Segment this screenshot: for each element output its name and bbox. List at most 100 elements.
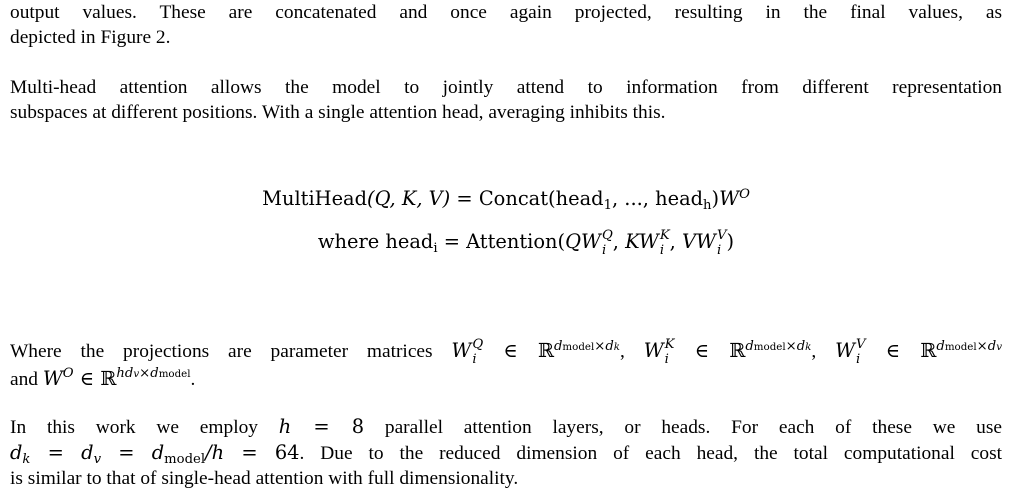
subscript: v [996,340,1002,353]
superscript: d [796,338,806,354]
subscript: k [22,451,31,467]
superscript: O [739,186,750,202]
paragraph-line: subspaces at different positions. With a… [10,102,666,123]
text-run: In this work we employ [10,417,279,438]
subscript: i [659,242,665,258]
weight-symbol: W [581,230,601,253]
subscript: model [944,340,977,353]
superscript: V [716,227,727,243]
equation-multihead: MultiHead(Q, K, V) = Concat(head1, ..., … [0,186,1012,212]
element-of: ∈ [483,339,538,362]
times-sign: × [785,338,797,354]
weight-symbol: W [451,339,472,362]
weight-symbol: W [638,230,659,253]
subscript: k [805,340,812,353]
paragraph-projections: Where the projections are parameter matr… [10,338,1002,392]
subscript: i [601,242,607,258]
subscript: i [856,352,861,368]
reals-symbol: ℝ [920,339,937,362]
equals-sign: = [450,187,479,210]
times-sign: × [594,338,606,354]
subscript: k [613,340,621,353]
paren-close: ) [711,187,720,210]
element-of: ∈ [674,339,730,362]
weight-symbol: W [696,230,716,253]
paragraph-line: depicted in Figure 2. [10,27,171,48]
paragraph-line: Where the projections are parameter matr… [10,337,1002,368]
subscript: i [472,352,477,368]
subscript: i [664,352,669,368]
subscript: model [562,340,595,353]
head-term: head [655,187,704,210]
superscript: hd [116,366,134,382]
paren-open: ( [557,230,566,253]
superscript: K [659,227,670,243]
paragraph-line: output values. These are concatenated an… [10,2,1002,23]
weight-symbol: W [719,187,740,210]
reals-symbol: ℝ [729,339,746,362]
text-run: Where the projections are parameter matr… [10,341,452,362]
where-label: where [317,230,386,253]
superscript: d [553,338,563,354]
subscript: model [753,340,786,353]
comma-separator: , [811,341,836,362]
equation-fn-attention: Attention [466,230,558,253]
times-sign: × [976,338,988,354]
head-term: head [555,187,604,210]
element-of: ∈ [865,339,921,362]
comma-separator: , [612,230,626,253]
paragraph-line: is similar to that of single-head attent… [10,468,519,489]
weight-symbol: W [643,339,664,362]
reals-symbol: ℝ [537,339,554,362]
math-d: d [81,441,94,464]
math-value: = 8 [291,415,365,438]
math-value: = 64 [224,441,300,464]
head-term: head [385,230,434,253]
math-d: d [151,441,165,464]
superscript: d [936,338,945,354]
math-slash-h: /h [205,441,225,464]
superscript: Q [472,337,484,353]
paragraph-heads: In this work we employ h = 8 parallel at… [10,414,1002,491]
text-run: parallel attention layers, or heads. For… [364,417,1002,438]
comma-separator: , [620,341,644,362]
math-d: d [10,441,23,464]
subscript: v [133,368,140,381]
query-symbol: Q [565,230,581,253]
equation-args: (Q, K, V) [367,187,451,210]
paren-open: ( [548,187,556,210]
value-symbol: V [682,230,697,253]
subscript: v [93,451,102,467]
equals-sign: = [437,230,467,253]
paragraph-line: dk = dv = dmodel/h = 64. Due to the redu… [10,440,1002,466]
subscript: 1 [603,197,612,213]
weight-symbol: W [835,339,856,362]
element-of: ∈ [73,366,101,390]
superscript: d [605,338,614,354]
superscript: d [745,338,754,354]
superscript: O [62,366,74,382]
equals-sign: = [30,441,82,464]
paragraph-line: Multi-head attention allows the model to… [10,77,1002,98]
superscript: K [664,337,675,353]
ellipsis-separator: , ..., [611,187,656,210]
reals-symbol: ℝ [100,366,117,390]
subscript: i [716,242,722,258]
equation-fn-concat: Concat [478,187,549,210]
text-run: and [10,368,43,390]
superscript: d [150,366,159,382]
key-symbol: K [625,230,639,253]
paren-close: ) [726,230,735,253]
math-h: h [278,415,292,438]
times-sign: × [139,366,151,382]
paragraph-line: In this work we employ h = 8 parallel at… [10,414,1002,440]
paragraph-multihead-description: Multi-head attention allows the model to… [10,75,1002,125]
text-run: . Due to the reduced dimension of each h… [299,443,1003,464]
